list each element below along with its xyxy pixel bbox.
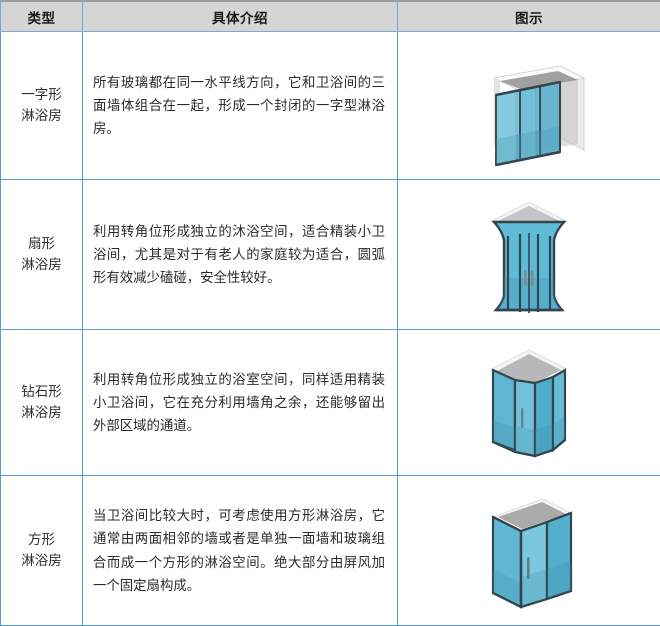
diamond-pentagon-shower-enclosure-icon — [473, 342, 585, 464]
figure-wrapper — [398, 342, 660, 464]
row-type-label-line1: 扇形 — [3, 234, 80, 255]
figure-wrapper — [398, 487, 660, 615]
figure-wrapper — [398, 192, 660, 318]
row-description-cell: 利用转角位形成独立的浴室空间，同样适用精装小卫浴间，它在充分利用墙角之余，还能够… — [83, 330, 398, 476]
quadrant-curved-shower-enclosure-icon — [474, 192, 584, 318]
row-description-cell: 所有玻璃都在同一水平线方向，它和卫浴间的三面墙体组合在一起，形成一个封闭的一字型… — [83, 32, 398, 180]
row-type-label-line1: 一字形 — [3, 85, 80, 106]
row-type-label-line2: 淋浴房 — [3, 551, 80, 572]
inline-straight-shower-enclosure-icon — [464, 44, 594, 168]
square-corner-shower-enclosure-icon — [471, 487, 587, 615]
table-row: 钻石形 淋浴房 利用转角位形成独立的浴室空间，同样适用精装小卫浴间，它在充分利用… — [1, 330, 660, 476]
shower-room-types-table-page: 类型 具体介绍 图示 一字形 淋浴房 所有玻璃都在同一水平线方向，它和卫浴间的三… — [0, 0, 660, 574]
table-header-row: 类型 具体介绍 图示 — [1, 1, 660, 32]
column-header-description: 具体介绍 — [83, 1, 398, 32]
row-type-cell: 扇形 淋浴房 — [1, 180, 83, 330]
row-type-label-line2: 淋浴房 — [3, 106, 80, 127]
row-image-cell — [398, 32, 660, 180]
table-row: 一字形 淋浴房 所有玻璃都在同一水平线方向，它和卫浴间的三面墙体组合在一起，形成… — [1, 32, 660, 180]
column-header-image: 图示 — [398, 1, 660, 32]
row-description-cell: 当卫浴间比较大时，可考虑使用方形淋浴房，它通常由两面相邻的墙或者是单独一面墙和玻… — [83, 476, 398, 626]
row-image-cell — [398, 476, 660, 626]
figure-wrapper — [398, 44, 660, 168]
table-row: 方形 淋浴房 当卫浴间比较大时，可考虑使用方形淋浴房，它通常由两面相邻的墙或者是… — [1, 476, 660, 626]
column-header-type: 类型 — [1, 1, 83, 32]
table-row: 扇形 淋浴房 利用转角位形成独立的沐浴空间，适合精装小卫浴间，尤其是对于有老人的… — [1, 180, 660, 330]
row-type-label-line2: 淋浴房 — [3, 255, 80, 276]
row-image-cell — [398, 180, 660, 330]
row-type-cell: 一字形 淋浴房 — [1, 32, 83, 180]
row-type-label-line1: 钻石形 — [3, 382, 80, 403]
row-description-cell: 利用转角位形成独立的沐浴空间，适合精装小卫浴间，尤其是对于有老人的家庭较为适合，… — [83, 180, 398, 330]
table-body: 一字形 淋浴房 所有玻璃都在同一水平线方向，它和卫浴间的三面墙体组合在一起，形成… — [1, 32, 660, 626]
table-header: 类型 具体介绍 图示 — [1, 1, 660, 32]
row-type-cell: 方形 淋浴房 — [1, 476, 83, 626]
row-type-label-line2: 淋浴房 — [3, 403, 80, 424]
row-type-cell: 钻石形 淋浴房 — [1, 330, 83, 476]
row-image-cell — [398, 330, 660, 476]
row-type-label-line1: 方形 — [3, 530, 80, 551]
